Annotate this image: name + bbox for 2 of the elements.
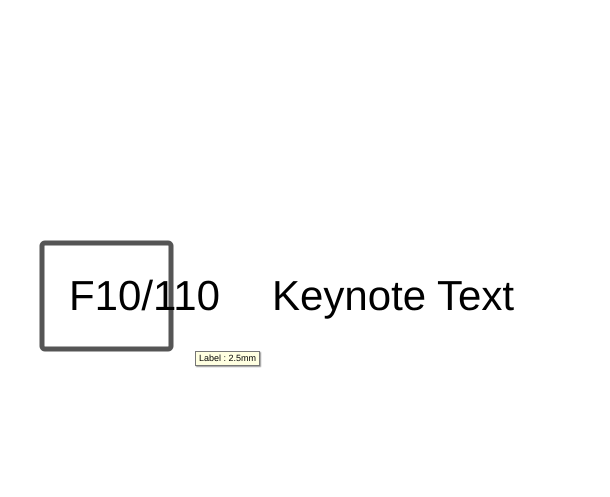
tooltip: Label : 2.5mm bbox=[195, 351, 260, 366]
keynote-text: Keynote Text bbox=[272, 275, 514, 317]
